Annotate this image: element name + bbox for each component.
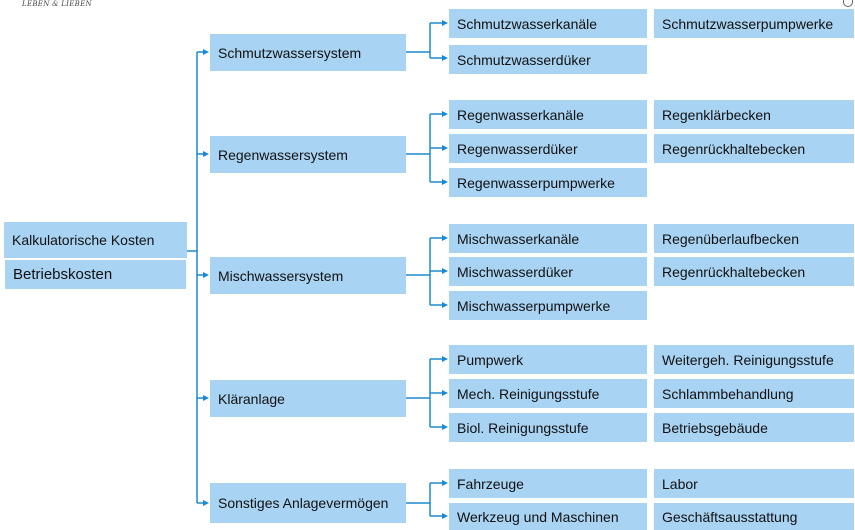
extra-regenrueckhaltebecken-1: Regenrückhaltebecken	[654, 134, 854, 163]
child-regenwasserpumpwerke: Regenwasserpumpwerke	[449, 168, 647, 197]
arrow-head-icon	[442, 513, 448, 519]
arrow-head-icon	[442, 111, 448, 117]
child-fahrzeuge: Fahrzeuge	[449, 469, 647, 498]
arrow-head-icon	[442, 268, 448, 274]
child-mischwasserpumpwerke: Mischwasserpumpwerke	[449, 291, 647, 320]
extra-regenrueckhaltebecken-2: Regenrückhaltebecken	[654, 257, 854, 286]
system-klaeranlage: Kläranlage	[210, 380, 406, 417]
arrow-head-icon	[442, 302, 448, 308]
child-mischwasserkanaele: Mischwasserkanäle	[449, 224, 647, 253]
corner-arc-icon	[843, 0, 853, 7]
extra-weitergeh-reinigungsstufe: Weitergeh. Reinigungsstufe	[654, 345, 854, 374]
logo: LEBEN & LIEBEN	[22, 0, 92, 8]
arrow-head-icon	[203, 151, 209, 157]
extra-regenklaerbecken: Regenklärbecken	[654, 100, 854, 129]
child-werkzeug-maschinen: Werkzeug und Maschinen	[449, 503, 647, 530]
child-mech-reinigungsstufe: Mech. Reinigungsstufe	[449, 379, 647, 408]
arrow-head-icon	[442, 390, 448, 396]
arrow-head-icon	[442, 356, 448, 362]
arrow-head-icon	[442, 480, 448, 486]
arrow-head-icon	[203, 395, 209, 401]
arrow-head-icon	[442, 179, 448, 185]
extra-geschaeftsausstattung: Geschäftsausstattung	[654, 503, 854, 530]
extra-betriebsgebaeude: Betriebsgebäude	[654, 413, 854, 442]
arrow-head-icon	[442, 20, 448, 26]
arrow-head-icon	[442, 235, 448, 241]
system-sonstiges: Sonstiges Anlagevermögen	[210, 483, 406, 523]
child-pumpwerk: Pumpwerk	[449, 345, 647, 374]
child-biol-reinigungsstufe: Biol. Reinigungsstufe	[449, 413, 647, 442]
arrow-head-icon	[203, 49, 209, 55]
system-regenwasser: Regenwassersystem	[210, 136, 406, 173]
child-mischwasserdueker: Mischwasserdüker	[449, 257, 647, 286]
arrow-head-icon	[203, 272, 209, 278]
arrow-head-icon	[442, 424, 448, 430]
arrow-head-icon	[203, 500, 209, 506]
root-subtitle: Betriebskosten	[4, 259, 187, 290]
extra-schmutzwasserpumpwerke: Schmutzwasserpumpwerke	[654, 9, 854, 38]
root-title: Kalkulatorische Kosten	[4, 222, 187, 258]
arrow-head-icon	[442, 145, 448, 151]
child-regenwasserdueker: Regenwasserdüker	[449, 134, 647, 163]
extra-labor: Labor	[654, 469, 854, 498]
arrow-head-icon	[442, 55, 448, 61]
child-schmutzwasserkanaele: Schmutzwasserkanäle	[449, 9, 647, 38]
system-mischwasser: Mischwassersystem	[210, 257, 406, 294]
child-schmutzwasserdueker: Schmutzwasserdüker	[449, 45, 647, 74]
system-schmutzwasser: Schmutzwassersystem	[210, 34, 406, 71]
extra-schlammbehandlung: Schlammbehandlung	[654, 379, 854, 408]
extra-regenueberlaufbecken: Regenüberlaufbecken	[654, 224, 854, 253]
child-regenwasserkanaele: Regenwasserkanäle	[449, 100, 647, 129]
